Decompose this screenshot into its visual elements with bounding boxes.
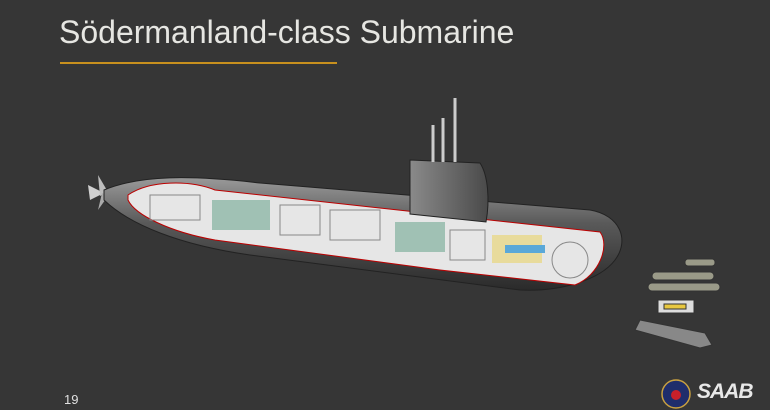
- slide-title: Södermanland-class Submarine: [59, 14, 515, 50]
- brand-wordmark: SAAB: [697, 380, 754, 403]
- saab-logo: [661, 379, 691, 409]
- title-underline: [60, 62, 337, 64]
- page-number: 19: [64, 392, 79, 407]
- torpedo-set: [634, 258, 721, 349]
